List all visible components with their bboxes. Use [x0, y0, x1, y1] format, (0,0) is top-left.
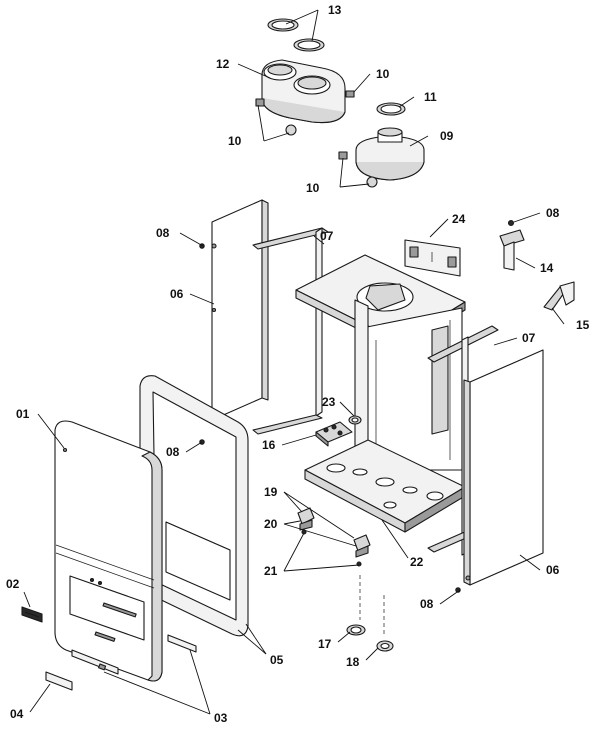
part-04-trim-plate — [45, 671, 73, 691]
part-23-grommet — [348, 415, 362, 425]
callout-08-low: 08 — [420, 597, 434, 611]
callout-04: 04 — [10, 707, 24, 721]
part-06-left-side-panel — [211, 199, 269, 421]
part-19-20-21-fixings — [297, 507, 371, 567]
callout-11: 11 — [424, 90, 437, 104]
callout-05: 05 — [270, 653, 284, 667]
callout-15: 15 — [576, 318, 590, 332]
part-09-flue-turret — [338, 127, 425, 188]
part-01-front-panel — [54, 420, 163, 682]
part-02-badge — [21, 606, 43, 623]
part-17-18-grommets — [346, 575, 394, 652]
callout-02: 02 — [6, 577, 20, 591]
callout-07-right: 07 — [522, 331, 536, 345]
callout-06-left: 06 — [170, 287, 184, 301]
part-05-inner-front-frame — [139, 375, 249, 637]
callout-08-top-left: 08 — [156, 226, 170, 240]
callout-08-mid: 08 — [166, 445, 180, 459]
callout-18: 18 — [346, 655, 360, 669]
callout-10-top: 10 — [376, 67, 390, 81]
callout-24: 24 — [452, 212, 466, 226]
callout-20: 20 — [264, 517, 278, 531]
callout-07-left: 07 — [320, 229, 334, 243]
part-07-left-rails — [252, 227, 329, 435]
callout-22: 22 — [410, 555, 424, 569]
part-14-clip — [499, 219, 525, 271]
callout-03: 03 — [214, 711, 228, 725]
callout-12: 12 — [216, 57, 230, 71]
callout-09: 09 — [440, 129, 454, 143]
part-15-hinge-bracket — [543, 281, 575, 311]
part-12-flue-adaptor — [255, 59, 355, 136]
callout-19: 19 — [264, 485, 278, 499]
callout-01: 01 — [16, 407, 30, 421]
callout-10-low: 10 — [306, 181, 320, 195]
callout-23: 23 — [322, 395, 336, 409]
callout-21: 21 — [264, 564, 278, 578]
chassis-frame — [295, 254, 466, 533]
callout-labels: 13 12 10 11 10 09 10 08 07 24 08 14 06 1… — [6, 3, 590, 725]
callout-14: 14 — [540, 261, 554, 275]
part-24-bracket — [404, 239, 461, 277]
leader-lines — [23, 9, 565, 715]
callout-10-mid: 10 — [228, 134, 242, 148]
callout-17: 17 — [318, 637, 332, 651]
callout-13: 13 — [328, 3, 342, 17]
part-03-trim-strips — [71, 634, 197, 675]
part-11-seal — [376, 102, 406, 116]
callout-08-top-right: 08 — [546, 206, 560, 220]
callout-06-right: 06 — [546, 563, 560, 577]
callout-16: 16 — [262, 438, 276, 452]
part-06-right-side-panel — [463, 349, 544, 586]
part-16-terminal-block — [315, 421, 353, 447]
